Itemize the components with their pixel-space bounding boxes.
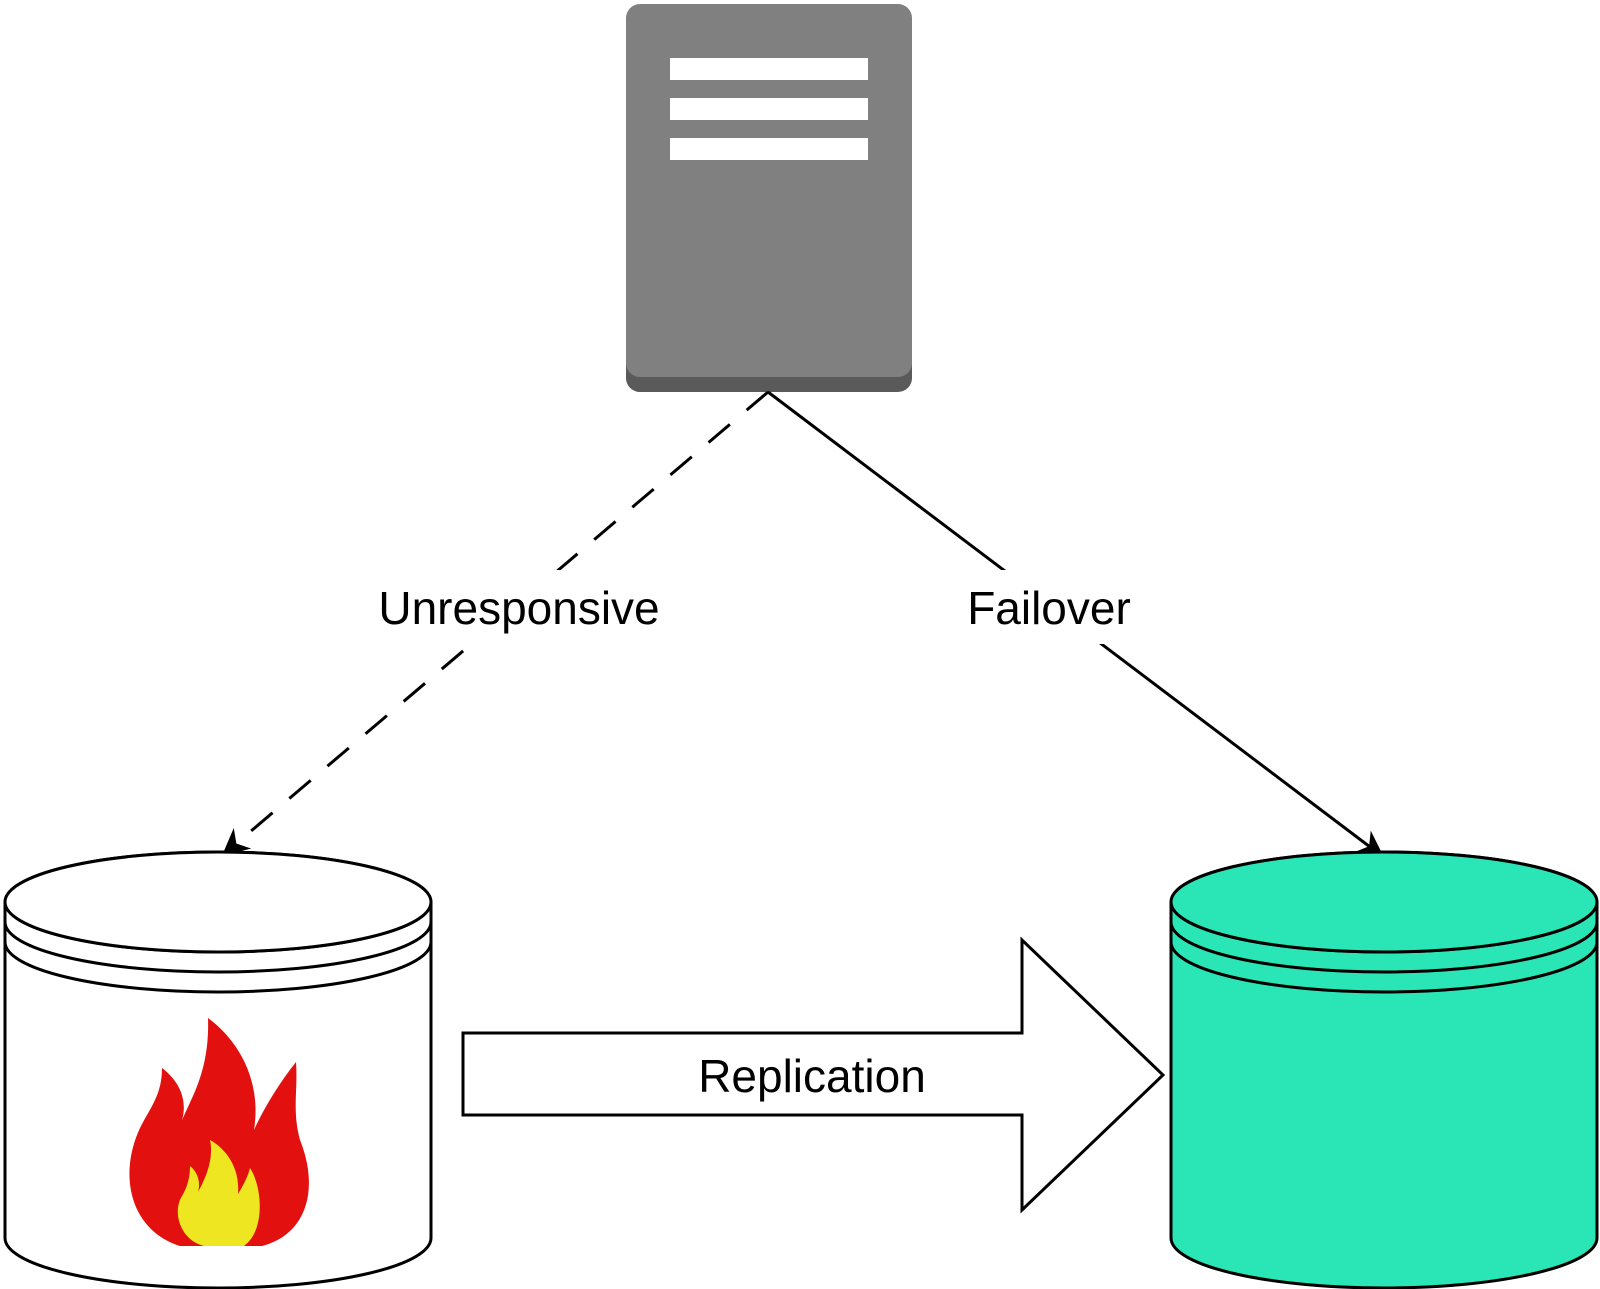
replica-db-band [1169, 941, 1599, 994]
server-icon [626, 4, 912, 392]
replica-db-band [1169, 921, 1599, 974]
server-body [626, 4, 912, 377]
replica-database [1169, 850, 1599, 1289]
replica-db-top [1169, 850, 1599, 954]
failed-db-band [3, 941, 433, 994]
unresponsive-label: Unresponsive [378, 582, 659, 634]
server-slot [670, 58, 868, 80]
failed-db-top [3, 850, 433, 954]
fire-icon [124, 1016, 310, 1252]
server-slot [670, 138, 868, 160]
failed-database [3, 850, 433, 1289]
flame-outer [129, 1018, 309, 1246]
replication-label: Replication [698, 1050, 926, 1102]
replication-arrow [461, 936, 1166, 1214]
flame-inner [177, 1140, 260, 1246]
failover-label: Failover [967, 582, 1131, 634]
failed-db-band [3, 921, 433, 974]
arrow-right-icon [461, 936, 1166, 1214]
server-slot [670, 98, 868, 120]
